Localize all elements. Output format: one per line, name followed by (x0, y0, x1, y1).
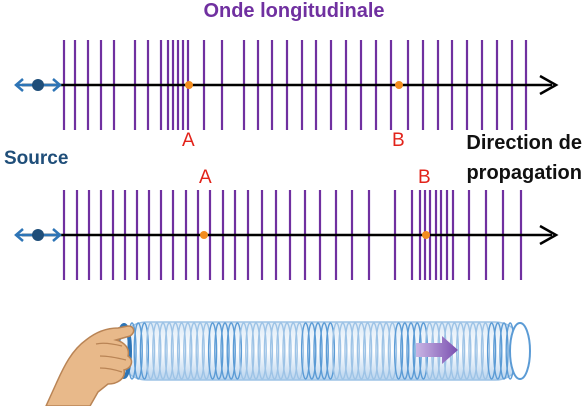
spring-coil (294, 322, 305, 380)
spring-coil (480, 322, 491, 380)
spring-coil (176, 322, 187, 380)
spring-coil (344, 322, 354, 380)
spring-coil (462, 322, 472, 380)
spring-coil (393, 322, 404, 380)
spring-coil (356, 322, 367, 380)
spring-coil (164, 322, 174, 380)
spring-coil (486, 322, 497, 380)
row2-source-dot (32, 229, 44, 241)
spring-coil (170, 322, 181, 380)
spring-coil (226, 322, 236, 380)
spring-coil (238, 322, 249, 380)
row1-source-dot (32, 79, 44, 91)
row2-point-b (422, 231, 430, 239)
spring-coil (220, 322, 230, 380)
diagram-title: Onde longitudinale (203, 0, 385, 22)
spring-coil (195, 322, 205, 380)
spring-coil (139, 322, 150, 380)
row1-source-left-arrow (14, 78, 24, 92)
spring-coil (406, 322, 416, 380)
spring-coil (313, 322, 323, 380)
spring-coil (201, 322, 212, 380)
hand-finger-line (99, 367, 123, 373)
spring-coil (183, 322, 193, 380)
spring-coil (158, 322, 168, 380)
spring-coil (474, 322, 484, 380)
propagation-arrow-icon (416, 336, 458, 364)
spring-coil (350, 322, 360, 380)
point-a-label-top: A (182, 130, 195, 151)
spring-coil (307, 322, 317, 380)
spring-coil (325, 322, 336, 380)
spring-coil (282, 322, 292, 380)
row2-source-left-arrow (14, 228, 24, 242)
spring-coil (468, 322, 478, 380)
spring-coil (387, 322, 398, 380)
spring-coil (214, 322, 224, 380)
point-a-label-bottom: A (199, 167, 212, 188)
spring-coil (251, 322, 261, 380)
spring-illustration (45, 321, 531, 406)
spring-coil (319, 322, 329, 380)
point-b-label-top: B (392, 130, 405, 151)
spring-coil (331, 322, 342, 380)
row1-arrowhead (539, 74, 559, 96)
spring-coil (145, 322, 156, 380)
spring-coil (133, 322, 143, 380)
row1-source-right-arrow (52, 78, 62, 92)
spring-coil (245, 322, 255, 380)
row2-arrowhead (539, 224, 559, 246)
spring-coil (263, 322, 274, 380)
direction-label-line2: propagation (466, 162, 582, 184)
spring-coil (338, 322, 348, 380)
spring-end (509, 322, 531, 380)
spring-coil (207, 322, 218, 380)
row1-point-b (395, 81, 403, 89)
spring-coil (362, 322, 373, 380)
spring-coils (127, 322, 515, 380)
spring-coil (276, 322, 286, 380)
spring-coil (493, 322, 503, 380)
spring-coil (269, 322, 280, 380)
spring-coil (288, 322, 298, 380)
spring-coil (152, 322, 162, 380)
hand-icon (45, 325, 135, 406)
direction-label-line1: Direction de (466, 132, 582, 154)
row2-point-a (200, 231, 208, 239)
spring-coil (375, 322, 385, 380)
spring-coil (257, 322, 267, 380)
row1-point-a (185, 81, 193, 89)
spring-coil (499, 322, 509, 380)
spring-coil (400, 322, 410, 380)
hand-finger-line (95, 342, 123, 347)
direction-label: Direction de propagation (466, 128, 582, 188)
hand-finger-line (99, 355, 127, 361)
source-label: Source (4, 148, 69, 169)
spring-coil (369, 322, 379, 380)
spring-coil (232, 322, 243, 380)
spring-coil (300, 322, 311, 380)
row2-source-right-arrow (52, 228, 62, 242)
spring-coil (381, 322, 391, 380)
point-b-label-bottom: B (418, 167, 431, 188)
spring-coil (189, 322, 199, 380)
